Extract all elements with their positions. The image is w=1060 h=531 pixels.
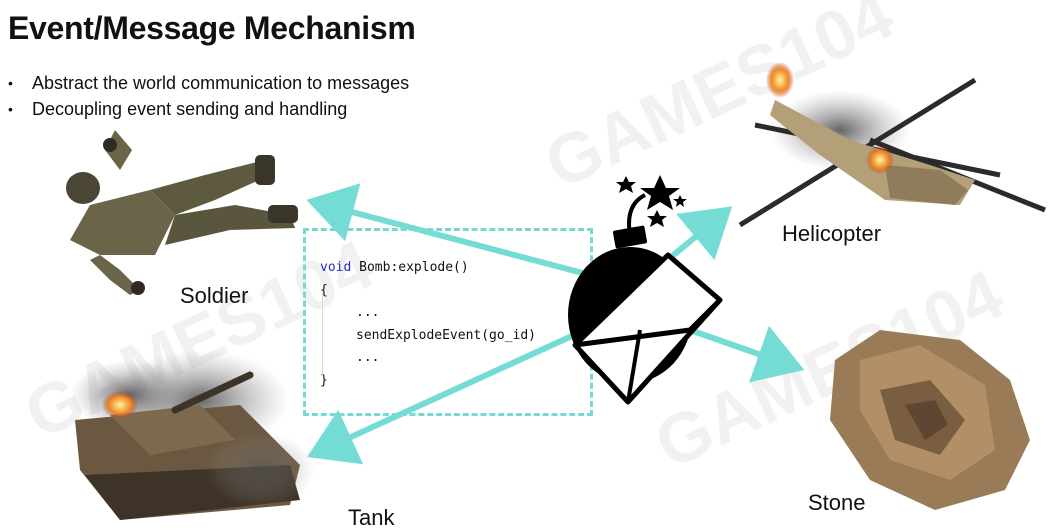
arrow-to-stone [687, 325, 805, 383]
code-close-brace: } [320, 372, 328, 388]
code-signature: Bomb:explode() [351, 260, 469, 275]
bullet-item: Abstract the world communication to mess… [8, 70, 409, 96]
stone-image [830, 330, 1030, 510]
arrow-to-soldier [306, 183, 593, 278]
soldier-image [66, 130, 298, 295]
tank-image [70, 350, 315, 520]
bullet-list: Abstract the world communication to mess… [8, 70, 409, 122]
label-stone: Stone [808, 490, 866, 515]
label-helicopter: Helicopter [782, 221, 882, 246]
arrow-to-tank [307, 327, 588, 465]
bomb-envelope-icon [568, 175, 723, 405]
label-tank: Tank [348, 505, 395, 530]
code-ellipsis: ... [356, 350, 380, 365]
code-snippet: void Bomb:explode() {... sendExplodeEvent(… [320, 257, 536, 392]
label-soldier: Soldier [180, 283, 249, 308]
helicopter-image [738, 62, 1046, 228]
code-keyword: void [320, 260, 352, 275]
slide-title: Event/Message Mechanism [8, 10, 416, 46]
bullet-item: Decoupling event sending and handling [8, 96, 409, 122]
code-open-brace: { [320, 282, 328, 298]
code-ellipsis: ... [356, 305, 380, 320]
code-call: sendExplodeEvent(go_id) [356, 327, 537, 343]
arrow-to-helicopter [667, 206, 733, 261]
